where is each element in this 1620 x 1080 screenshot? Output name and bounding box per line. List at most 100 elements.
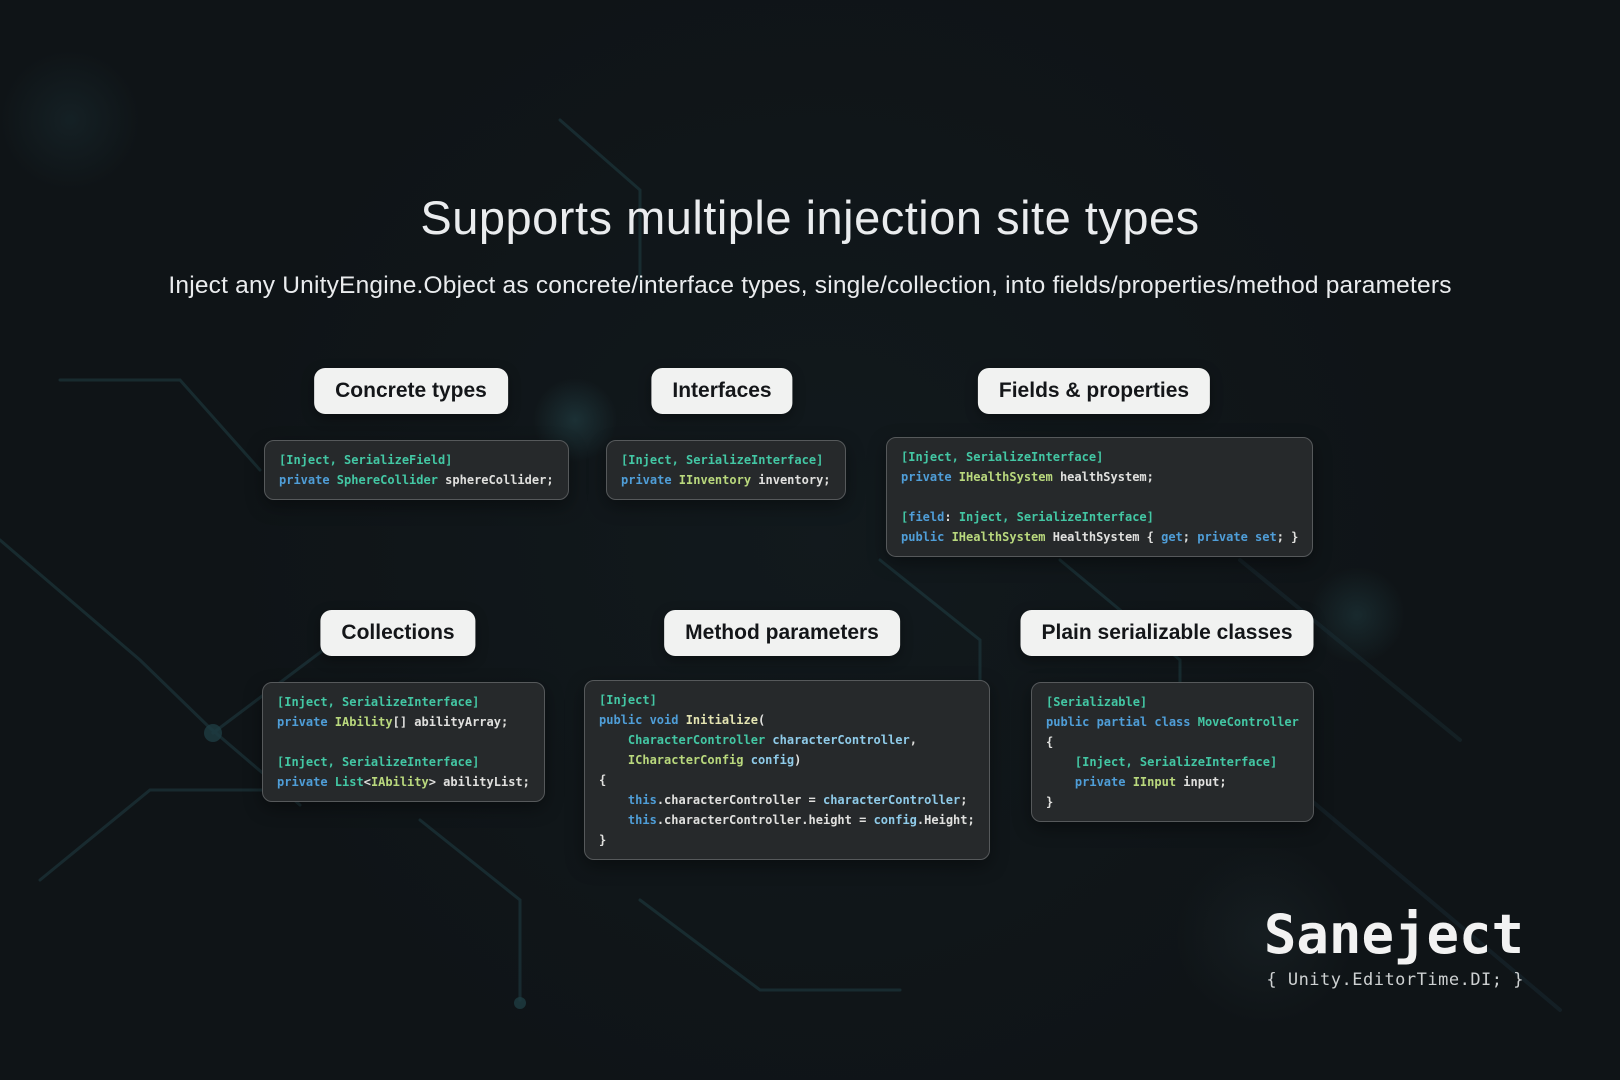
code-token: ( [757,713,766,727]
code-token: this [627,793,657,807]
code-token [599,813,628,827]
code-token: [Inject, SerializeField] [279,453,453,467]
pill-fields-properties: Fields & properties [977,368,1211,414]
code-token: private [277,715,335,729]
code-token: [] abilityArray; [392,715,509,729]
code-line: private IInventory inventory; [621,470,831,490]
code-token: IInventory [678,473,759,487]
code-line: private IHealthSystem healthSystem; [901,467,1298,487]
code-token: private [621,473,679,487]
code-line: [Inject] [599,690,975,710]
code-token: IAbility [334,715,393,729]
code-line: public void Initialize( [599,710,975,730]
code-collections: [Inject, SerializeInterface] private IAbi… [262,682,545,802]
code-token: : [944,510,959,524]
code-plain-serializable-classes: [Serializable] public partial class MoveC… [1031,682,1314,822]
code-token: [Inject, SerializeInterface] [1074,755,1278,769]
code-token: CharacterController [627,733,773,747]
pill-label: Collections [341,621,455,644]
code-token: [Inject, SerializeInterface] [621,453,824,467]
code-line: { [599,770,975,790]
code-line: private List<IAbility> abilityList; [277,772,530,792]
code-token: public [901,530,952,544]
code-fields-properties: [Inject, SerializeInterface]private IHea… [886,437,1314,557]
pill-plain-serializable-classes: Plain serializable classes [1020,610,1314,656]
pill-concrete-types: Concrete types [314,368,508,414]
code-token: ) [794,753,802,767]
code-line: public partial class MoveController [1046,712,1299,732]
code-token: .characterController.height = [656,813,874,827]
code-token: private [277,775,335,789]
code-line: [Inject, SerializeInterface] [277,752,530,772]
code-token: characterController [822,793,961,807]
pill-interfaces: Interfaces [651,368,793,414]
code-line: { [1046,732,1299,752]
code-line: CharacterController characterController, [599,730,975,750]
code-token: > abilityList; [428,775,530,789]
code-line: this.characterController.height = config… [599,810,975,830]
pill-label: Method parameters [685,621,879,644]
code-concrete-types: [Inject, SerializeField] private SphereCo… [264,440,569,500]
code-line: [Inject, SerializeInterface] [621,450,831,470]
code-token: [Inject, SerializeInterface] [277,695,480,709]
code-token: inventory; [758,473,831,487]
code-token: HealthSystem { [1052,530,1162,544]
code-token: get [1161,530,1183,544]
code-token: [Inject, SerializeInterface] [277,755,480,769]
code-token: field [908,510,945,524]
code-token: private [279,473,337,487]
pill-label: Interfaces [672,379,772,402]
code-line: [field: Inject, SerializeInterface] [901,507,1298,527]
code-line: public IHealthSystem HealthSystem { get;… [901,527,1298,547]
code-line: [Inject, SerializeInterface] [1046,752,1299,772]
code-token: public void [599,713,686,727]
brand-tagline: { Unity.EditorTime.DI; } [1266,970,1524,991]
code-token: [Inject, SerializeInterface] [901,450,1104,464]
code-token: IHealthSystem [958,470,1060,484]
code-token: } [1046,795,1054,809]
code-token: ; [960,793,968,807]
code-token: characterController [772,733,910,747]
code-token [599,753,628,767]
code-line: [Inject, SerializeInterface] [277,692,530,712]
code-token: [Serializable] [1046,695,1148,709]
code-token: IHealthSystem [951,530,1053,544]
code-token: .characterController = [656,793,823,807]
code-line: [Serializable] [1046,692,1299,712]
brand-block: Saneject { Unity.EditorTime.DI; } [1263,903,1524,991]
pill-label: Plain serializable classes [1041,621,1293,644]
code-line: private SphereCollider sphereCollider; [279,470,554,490]
code-token [1046,755,1075,769]
code-token: ; [1182,530,1198,544]
code-method-parameters: [Inject] public void Initialize( Characte… [584,680,990,860]
code-token [1046,775,1075,789]
code-token: , [909,733,917,747]
code-token: [Inject] [599,693,657,707]
code-token [599,733,628,747]
code-token: ICharacterConfig [627,753,751,767]
code-token: < [363,775,371,789]
code-token: private [901,470,959,484]
code-token: private [1074,775,1133,789]
pill-method-parameters: Method parameters [664,610,900,656]
code-line: private IInput input; [1046,772,1299,792]
page-title: Supports multiple injection site types [420,191,1200,244]
code-token: { [1046,735,1054,749]
code-interfaces: [Inject, SerializeInterface] private IInv… [606,440,846,500]
code-token [599,793,628,807]
code-token: [ [901,510,909,524]
code-token: IAbility [370,775,429,789]
code-line: this.characterController = characterCont… [599,790,975,810]
brand-logo: Saneject [1263,903,1524,966]
code-line: } [1046,792,1299,812]
code-token: config [873,813,917,827]
code-line: [Inject, SerializeInterface] [901,447,1298,467]
code-token: .Height; [916,813,975,827]
code-line: [Inject, SerializeField] [279,450,554,470]
code-token: Inject, SerializeInterface] [958,510,1154,524]
code-line: private IAbility[] abilityArray; [277,712,530,732]
code-line [277,732,530,752]
code-token: Initialize [685,713,758,727]
code-token: SphereCollider [336,473,446,487]
